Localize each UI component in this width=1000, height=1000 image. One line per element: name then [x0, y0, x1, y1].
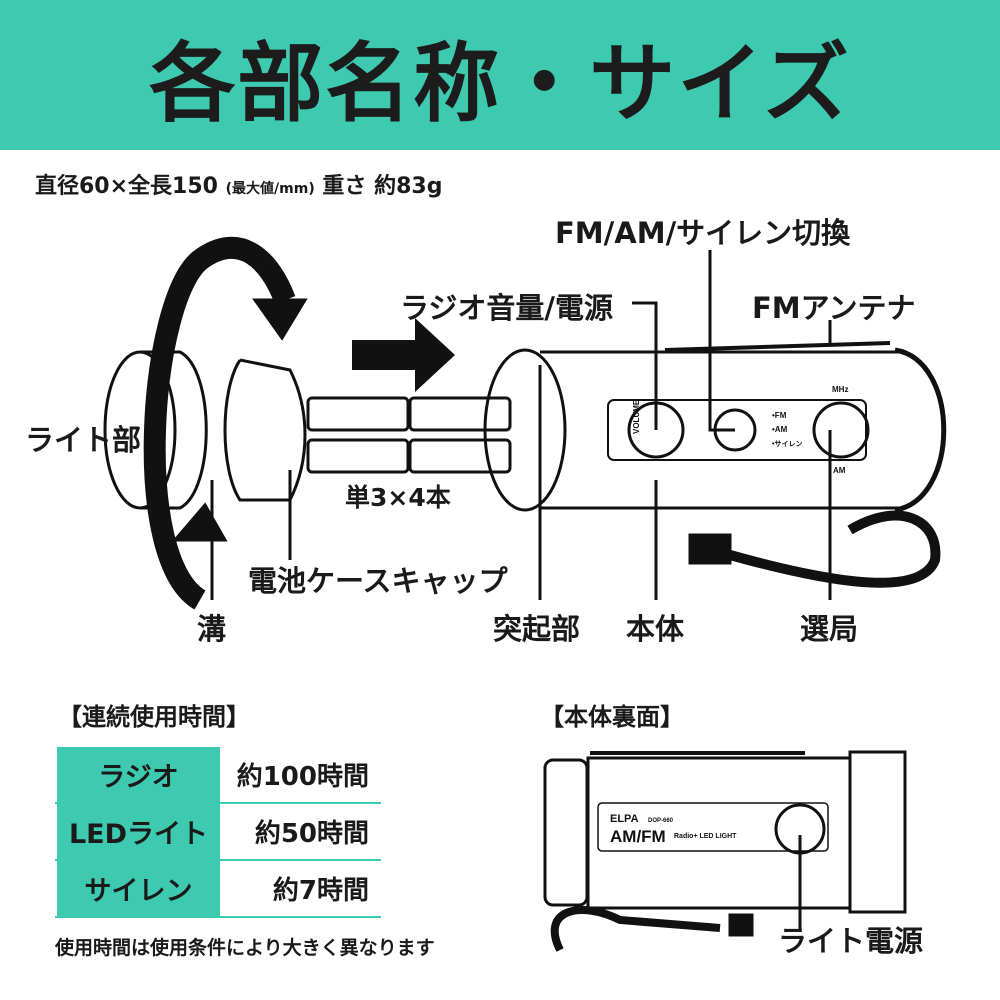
back-strap-clip [728, 913, 754, 937]
svg-text:AM/FM: AM/FM [610, 827, 666, 846]
light-ring [140, 350, 208, 510]
table-row: LEDライト約50時間 [55, 802, 381, 861]
time-cell: 約50時間 [220, 802, 381, 861]
control-panel [607, 399, 867, 461]
weight: 重さ 約83g [322, 174, 443, 199]
mode-cell: ラジオ [55, 745, 222, 804]
tuning-dial [812, 401, 870, 459]
runtime-table: ラジオ約100時間 LEDライト約50時間 サイレン約7時間 [55, 745, 381, 918]
battery [306, 438, 410, 474]
back-heading: 【本体裏面】 [540, 703, 684, 731]
svg-text:VOLUME: VOLUME [632, 399, 641, 434]
unit-note: (最大値/mm) [225, 181, 315, 197]
strap-clip [688, 533, 732, 565]
back-strap [550, 906, 721, 952]
body-light-end [894, 347, 947, 513]
svg-text:DOP-660: DOP-660 [648, 818, 674, 824]
time-cell: 約7時間 [220, 859, 381, 918]
table-row: サイレン約7時間 [55, 859, 381, 918]
mode-cell: LEDライト [55, 802, 222, 861]
svg-text:AM: AM [833, 466, 846, 475]
rotate-arrow-top [143, 236, 296, 610]
arrow-head-icon [171, 502, 228, 542]
battery [408, 438, 512, 474]
label-band-switch: FM/AM/サイレン切換 [555, 216, 851, 250]
label-groove: 溝 [197, 612, 227, 646]
arrow-head-icon [252, 298, 308, 341]
label-cap: 電池ケースキャップ [248, 564, 508, 598]
runtime-heading: 【連続使用時間】 [58, 703, 250, 731]
label-protrusion: 突起部 [493, 612, 581, 646]
label-volume: ラジオ音量/電源 [400, 291, 614, 325]
strap [728, 510, 941, 588]
svg-text:•AM: •AM [772, 425, 788, 434]
insert-arrow-icon [352, 318, 455, 392]
svg-text:Radio+ LED LIGHT: Radio+ LED LIGHT [674, 833, 737, 840]
svg-text:•サイレン: •サイレン [772, 440, 802, 448]
battery-cap [223, 358, 307, 502]
page-title: 各部名称・サイズ [149, 33, 851, 134]
runtime-note: 使用時間は使用条件により大きく異なります [55, 937, 435, 959]
time-cell: 約100時間 [220, 745, 381, 804]
label-light: ライト部 [25, 423, 142, 457]
svg-text:•FM: •FM [772, 411, 787, 420]
table-row: ラジオ約100時間 [55, 745, 381, 804]
body-end [483, 348, 567, 512]
label-body: 本体 [626, 612, 685, 646]
header-banner: 各部名称・サイズ [0, 0, 1000, 150]
back-panel [597, 802, 829, 852]
label-light-power: ライト電源 [778, 924, 924, 958]
label-antenna: FMアンテナ [752, 291, 916, 325]
label-batteries: 単3×4本 [345, 483, 451, 512]
mode-cell: サイレン [55, 859, 222, 918]
antenna [664, 341, 891, 352]
back-light-grip [543, 758, 589, 907]
dimensions: 直径60×全長150 [35, 174, 218, 199]
label-tuning: 選局 [800, 612, 859, 646]
back-cap [848, 750, 907, 914]
battery [306, 396, 410, 432]
size-spec: 直径60×全長150 (最大値/mm) 重さ 約83g [35, 168, 442, 200]
svg-text:ELPA: ELPA [610, 813, 639, 825]
battery [408, 396, 512, 432]
svg-text:MHz: MHz [832, 385, 848, 394]
